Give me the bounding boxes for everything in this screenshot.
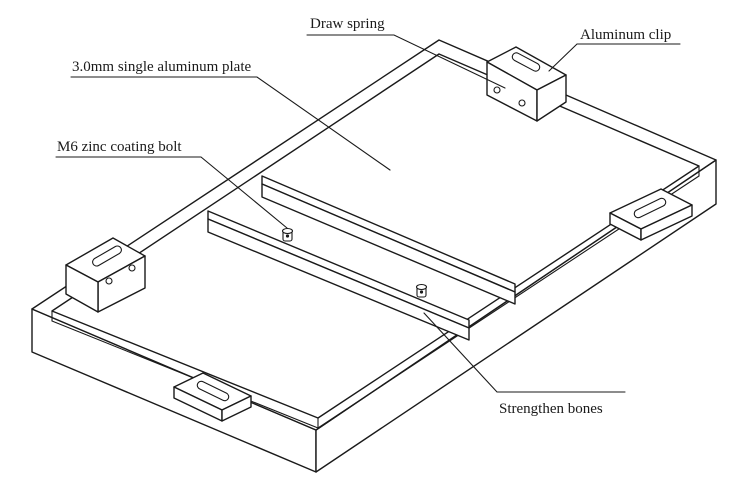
label-plate: 3.0mm single aluminum plate: [72, 59, 251, 75]
label-draw-spring: Draw spring: [310, 16, 385, 32]
leader-draw-spring: [306, 34, 506, 89]
leader-aluminum-clip: [548, 43, 681, 72]
leader-bolt: [55, 156, 288, 229]
label-bolt: M6 zinc coating bolt: [57, 139, 182, 155]
bolt-right: [415, 283, 428, 298]
bolt-left: [281, 227, 294, 242]
bone-back-side: [261, 183, 516, 305]
clip-right-side: [640, 204, 693, 241]
strengthen-bone-back: [261, 175, 516, 305]
clip-right-slot: [633, 197, 667, 219]
clip-left-slot: [92, 245, 122, 267]
label-aluminum-clip: Aluminum clip: [580, 27, 671, 43]
leader-plate: [70, 76, 391, 171]
clip-front-slot: [196, 380, 230, 402]
labels: Draw spring Aluminum clip 3.0mm single a…: [57, 16, 671, 417]
clip-top-side: [536, 74, 567, 122]
clip-left: [65, 237, 146, 313]
clip-front: [173, 372, 252, 422]
leader-bones: [423, 312, 626, 393]
clip-right: [609, 188, 693, 241]
label-strengthen-bones: Strengthen bones: [499, 401, 603, 417]
leader-lines: [55, 34, 681, 393]
clip-front-side: [221, 395, 252, 422]
clip-top: [486, 46, 567, 122]
inner-base-edge: [51, 175, 700, 429]
bone-front-side: [207, 218, 470, 341]
clip-left-side: [65, 264, 99, 313]
clip-top-slot: [511, 52, 541, 72]
strengthen-bone-front: [207, 210, 470, 341]
